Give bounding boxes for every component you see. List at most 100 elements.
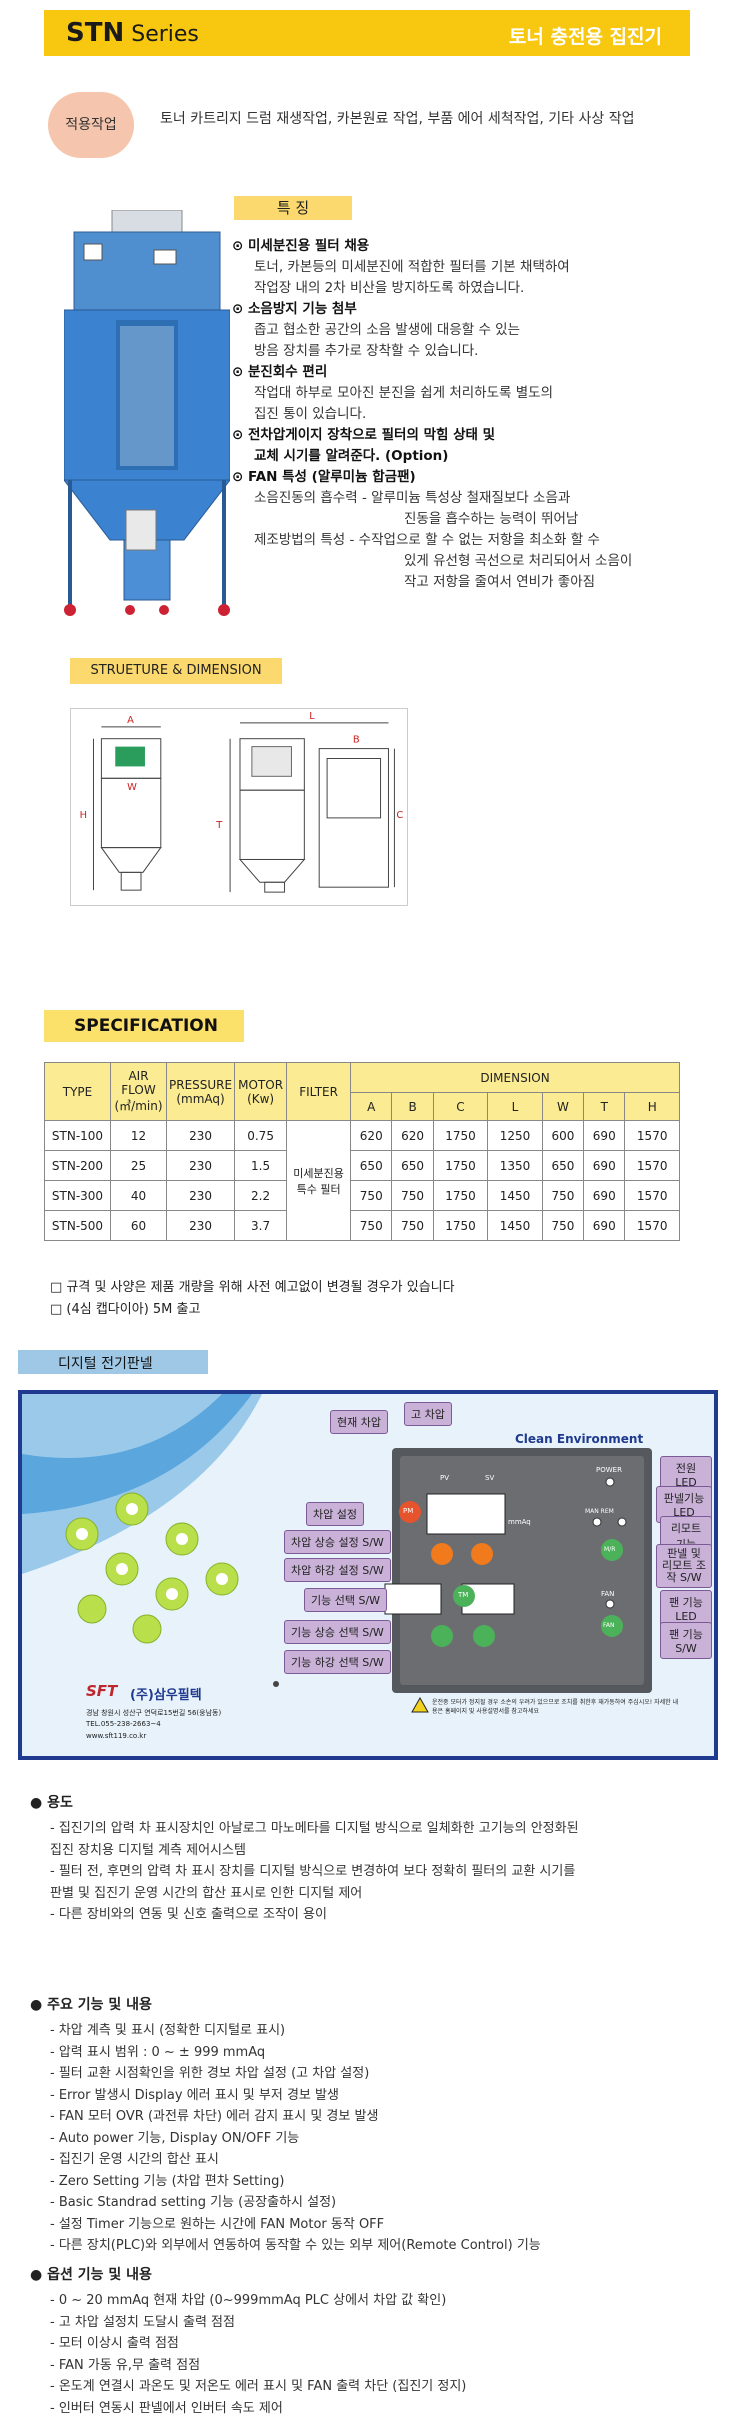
dim-label-w: W <box>127 782 137 793</box>
header-air: AIR FLOW(㎥/min) <box>110 1062 167 1121</box>
list-item: 집진 장치용 디지털 계측 제어시스템 <box>50 1842 246 1858</box>
feature-line: 토너, 카본등의 미세분진에 적합한 필터를 기본 채택하여 <box>254 259 570 275</box>
feature-head: ⊙ 소음방지 기능 첨부 <box>232 301 357 317</box>
dim-col: W <box>541 1092 585 1121</box>
feature-line: 작고 저항을 줄여서 연비가 좋아짐 <box>404 574 596 590</box>
label-fan-sw: 팬 기능 S/W <box>660 1622 712 1659</box>
panel-graphic <box>22 1394 652 1713</box>
list-item: - 설정 Timer 기능으로 원하는 시간에 FAN Motor 동작 OFF <box>50 2216 385 2232</box>
label-pressure-up: 차압 상승 설정 S/W <box>284 1530 391 1554</box>
label-function-select: 기능 선택 S/W <box>304 1588 388 1612</box>
mr-button[interactable]: M/R <box>604 1546 616 1553</box>
dim-label-c: C <box>396 810 403 821</box>
list-item: - FAN 모터 OVR (과전류 차단) 에러 감지 표시 및 경보 발생 <box>50 2109 379 2124</box>
dim-label-b: B <box>353 735 360 746</box>
dim-label-h: H <box>80 810 87 821</box>
feature-line: 작업장 내의 2차 비산을 방지하도록 하였습니다. <box>254 280 525 296</box>
list-item: - 인버터 연동시 판넬에서 인버터 속도 제어 <box>50 2400 283 2416</box>
feature-line: 진동을 흡수하는 능력이 뛰어남 <box>404 511 579 527</box>
header-dimension: DIMENSION <box>350 1062 680 1093</box>
feature-head: ⊙ 분진회수 편리 <box>232 364 328 380</box>
digital-panel: Clean Environment mmAq PV SV POWER MAN R… <box>18 1390 718 1760</box>
structure-label: STRUETURE & DIMENSION <box>70 658 282 684</box>
list-item: - 다른 장비와의 연동 및 신호 출력으로 조작이 용이 <box>50 1907 327 1922</box>
feature-line: 작업대 하부로 모아진 분진을 쉽게 처리하도록 별도의 <box>254 385 553 401</box>
spec-table: TYPE AIR FLOW(㎥/min) PRESSURE(mmAq) MOTO… <box>44 1062 680 1241</box>
man-rem-label: MAN REM <box>585 1508 614 1515</box>
usage-list: - 집진기의 압력 차 표시장치인 아날로그 마노메타를 디지털 방식으로 일체… <box>50 1818 690 1926</box>
label-high-pressure: 고 차압 <box>404 1402 452 1426</box>
list-item: - 고 차압 설정치 도달시 출력 점점 <box>50 2314 235 2330</box>
list-item: - 필터 교환 시점확인을 위한 경보 차압 설정 (고 차압 설정) <box>50 2066 370 2081</box>
panel-warning: 운전중 모터가 정지될 경우 소손의 우려가 있으므로 조치를 취한후 재가동하… <box>432 1699 679 1715</box>
dimension-drawing: A W H L B T C <box>70 708 408 906</box>
feature-line: 소음진동의 흡수력 - 알루미늄 특성상 철재질보다 소음과 <box>254 490 571 506</box>
dim-col: H <box>624 1092 680 1121</box>
list-item: - 모터 이상시 출력 점점 <box>50 2336 179 2351</box>
dim-label-t: T <box>215 820 223 831</box>
label-pressure-set: 차압 설정 <box>306 1502 364 1526</box>
feature-line: 좁고 협소한 공간의 소음 발생에 대응할 수 있는 <box>254 322 521 338</box>
fan-label: FAN <box>601 1590 615 1598</box>
company-tel: TEL.055-238-2663~4 <box>86 1720 161 1728</box>
list-item: - 필터 전, 후면의 압력 차 표시 장치를 디지털 방식으로 변경하여 보다… <box>50 1864 576 1879</box>
features-list: ⊙ 미세분진용 필터 채용 토너, 카본등의 미세분진에 적합한 필터를 기본 … <box>232 236 682 593</box>
label-function-down: 기능 하강 선택 S/W <box>284 1650 391 1674</box>
list-item: - 집진기 운영 시간의 합산 표시 <box>50 2152 219 2167</box>
fan-button[interactable]: FAN <box>603 1622 615 1629</box>
panel-title: 디지털 전기판넬 <box>18 1350 208 1374</box>
list-item: - 온도계 연결시 과온도 및 저온도 에러 표시 및 FAN 출력 차단 (집… <box>50 2379 467 2394</box>
label-fan-led: 팬 기능 LED <box>660 1590 712 1627</box>
header-filter: FILTER <box>286 1062 352 1121</box>
application-label: 적용작업 <box>48 92 134 158</box>
pv-label: PV <box>440 1474 450 1482</box>
options-list: - 0 ~ 20 mmAq 현재 차압 (0~999mmAq PLC 상에서 차… <box>50 2290 690 2419</box>
feature-line: 방음 장치를 추가로 장착할 수 있습니다. <box>254 343 479 359</box>
list-item: - Auto power 기능, Display ON/OFF 기능 <box>50 2130 300 2146</box>
header-type: TYPE <box>44 1062 111 1121</box>
feature-head: ⊙ 미세분진용 필터 채용 <box>232 238 370 254</box>
dim-label-a: A <box>127 715 134 726</box>
company-address: 경남 창원시 성산구 연덕로15번길 56(웅남동) <box>86 1709 222 1717</box>
series-title: STN Series <box>66 18 199 48</box>
feature-head: ⊙ FAN 특성 (알루미늄 합금팬) <box>232 469 416 485</box>
feature-line: 있게 유선형 곡선으로 처리되어서 소음이 <box>404 553 633 569</box>
list-item: - 다른 장치(PLC)와 외부에서 연동하여 동작할 수 있는 외부 제어(R… <box>50 2238 541 2253</box>
header-motor: MOTOR(Kw) <box>234 1062 288 1121</box>
filter-cell: 미세분진용 특수 필터 <box>286 1120 352 1241</box>
label-remote-sw: 판넬 및 리모트 조작 S/W <box>656 1544 712 1588</box>
spec-note: □ (4심 캡다이아) 5M 출고 <box>50 1302 201 1317</box>
dim-label-l: L <box>309 711 315 722</box>
machine-illustration <box>64 210 230 616</box>
sv-label: SV <box>485 1474 495 1482</box>
dim-col: L <box>487 1092 543 1121</box>
feature-line: 교체 시기를 알려준다. (Option) <box>254 448 449 464</box>
usage-head: ● 용도 <box>30 1795 73 1811</box>
functions-head: ● 주요 기능 및 내용 <box>30 1997 152 2013</box>
dim-col: T <box>583 1092 626 1121</box>
label-pressure-down: 차압 하강 설정 S/W <box>284 1558 391 1582</box>
list-item: - Basic Standrad setting 기능 (공장출하시 설정) <box>50 2195 337 2210</box>
list-item: - 0 ~ 20 mmAq 현재 차압 (0~999mmAq PLC 상에서 차… <box>50 2293 447 2308</box>
dim-col: C <box>432 1092 489 1121</box>
panel-unit: mmAq <box>508 1518 531 1526</box>
power-label: POWER <box>596 1466 622 1474</box>
feature-line: 집진 통이 있습니다. <box>254 406 367 422</box>
dim-col: B <box>391 1092 434 1121</box>
list-item: 판별 및 집진기 운영 시간의 합산 표시로 인한 디지털 제어 <box>50 1885 363 1901</box>
dim-col: A <box>350 1092 393 1121</box>
list-item: - Error 발생시 Display 에러 표시 및 부저 경보 발생 <box>50 2087 339 2103</box>
functions-list: - 차압 계측 및 표시 (정확한 디지털로 표시) - 압력 표시 범위 : … <box>50 2020 690 2257</box>
panel-brand: Clean Environment <box>515 1432 644 1446</box>
spec-title: SPECIFICATION <box>44 1010 244 1042</box>
tm-button[interactable]: TM <box>458 1591 469 1599</box>
product-title: 토너 충전용 집진기 <box>508 26 662 48</box>
label-function-up: 기능 상승 선택 S/W <box>284 1620 391 1644</box>
feature-head: ⊙ 전차압게이지 장착으로 필터의 막힘 상태 및 <box>232 427 496 443</box>
label-current-pressure: 현재 차압 <box>330 1410 388 1434</box>
pm-button[interactable]: PM <box>403 1507 414 1515</box>
list-item: - FAN 가동 유,무 출력 점점 <box>50 2357 201 2373</box>
